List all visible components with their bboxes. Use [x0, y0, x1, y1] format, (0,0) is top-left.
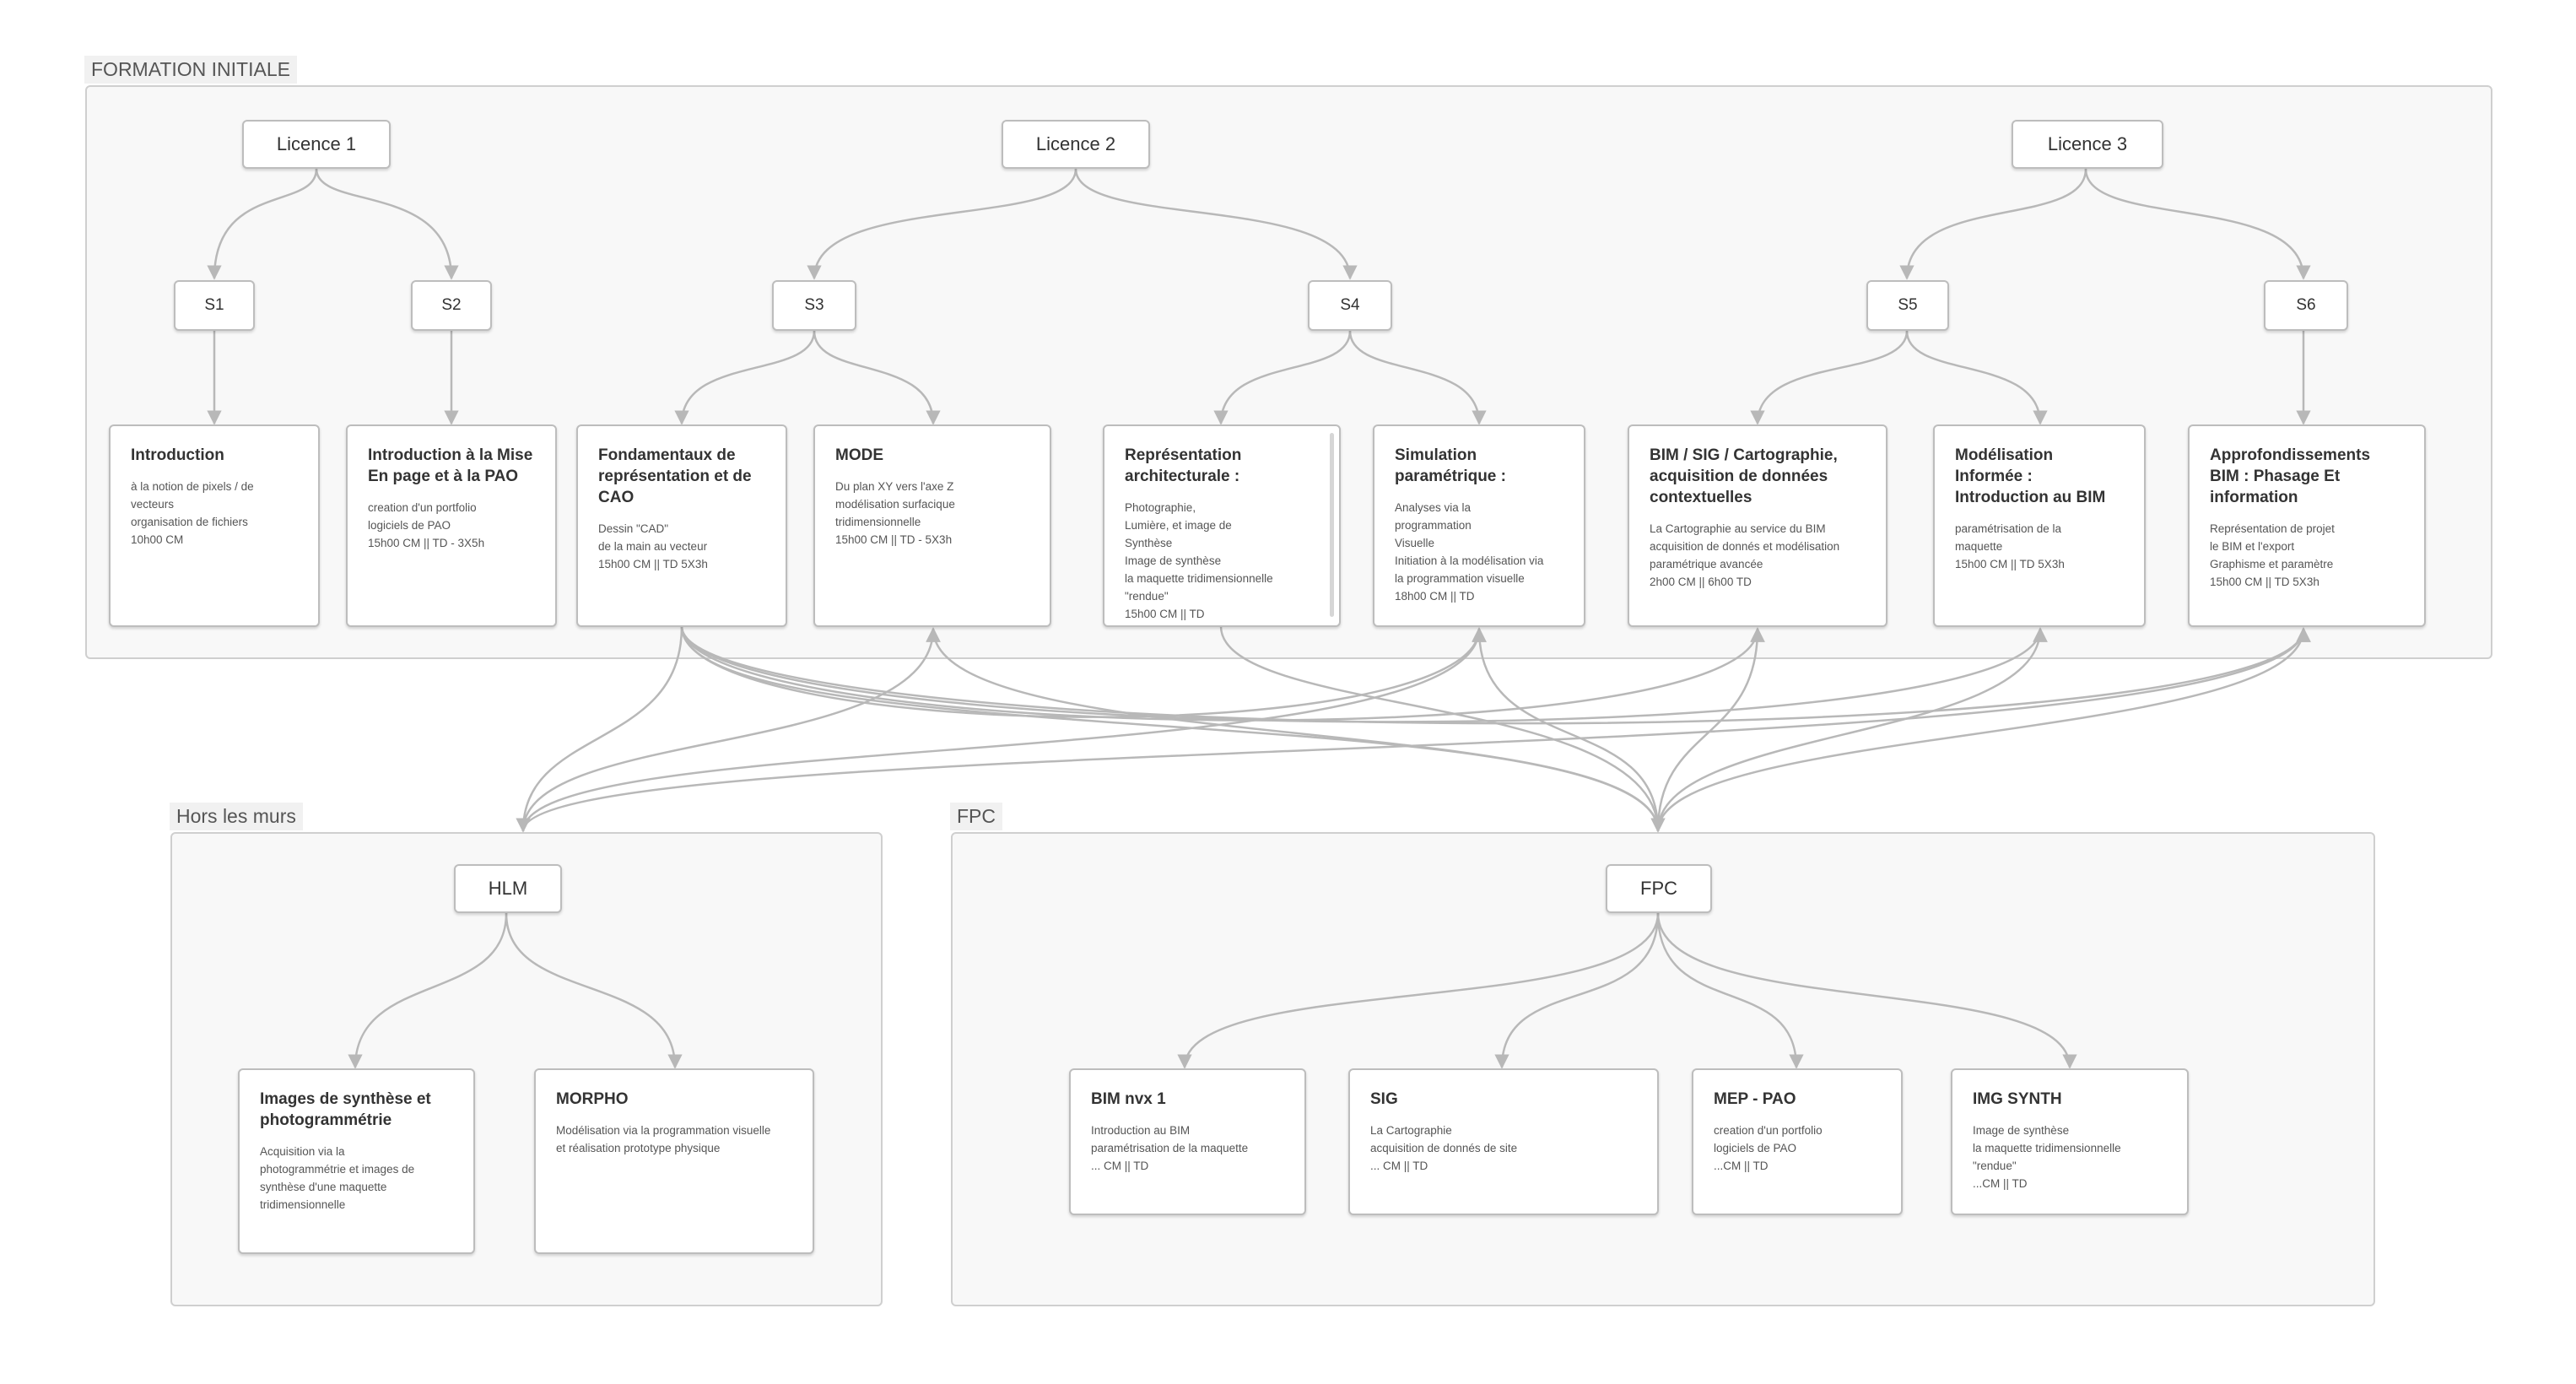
- card-body: Acquisition via la photogrammétrie et im…: [260, 1145, 415, 1211]
- card-mep-pao[interactable]: MEP - PAO creation d'un portfolio logici…: [1692, 1068, 1903, 1215]
- node-fpc[interactable]: FPC: [1606, 864, 1712, 913]
- node-s6[interactable]: S6: [2264, 280, 2348, 331]
- group-title-hors-les-murs: Hors les murs: [170, 803, 303, 830]
- card-title: Simulation paramétrique :: [1395, 446, 1506, 485]
- card-title: BIM nvx 1: [1091, 1090, 1166, 1108]
- card-title: IMG SYNTH: [1973, 1090, 2062, 1108]
- card-fondamentaux[interactable]: Fondamentaux de représentation et de CAO…: [576, 424, 787, 627]
- card-scrollbar[interactable]: [1330, 433, 1334, 617]
- card-title: BIM / SIG / Cartographie, acquisition de…: [1650, 446, 1838, 506]
- card-title: Fondamentaux de représentation et de CAO: [598, 446, 752, 506]
- card-title: Représentation architecturale :: [1125, 446, 1242, 485]
- card-body: La Cartographie acquisition de donnés de…: [1370, 1124, 1518, 1172]
- node-licence-1[interactable]: Licence 1: [242, 120, 391, 169]
- card-body: Du plan XY vers l'axe Z modélisation sur…: [835, 480, 955, 546]
- group-title-formation-initiale: FORMATION INITIALE: [84, 56, 297, 84]
- card-body: Image de synthèse la maquette tridimensi…: [1973, 1124, 2121, 1190]
- node-licence-2[interactable]: Licence 2: [1002, 120, 1150, 169]
- link-fpc-approfondissements: [1656, 627, 2311, 832]
- card-body: Modélisation via la programmation visuel…: [556, 1124, 771, 1154]
- node-s1[interactable]: S1: [174, 280, 255, 331]
- card-img-synth[interactable]: IMG SYNTH Image de synthèse la maquette …: [1951, 1068, 2189, 1215]
- card-body: Analyses via la programmation Visuelle I…: [1395, 501, 1544, 603]
- card-mode[interactable]: MODE Du plan XY vers l'axe Z modélisatio…: [813, 424, 1051, 627]
- card-title: MODE: [835, 446, 883, 464]
- card-images-synthese-photogrammetrie[interactable]: Images de synthèse et photogrammétrie Ac…: [238, 1068, 475, 1254]
- card-modelisation-informee[interactable]: Modélisation Informée : Introduction au …: [1933, 424, 2146, 627]
- card-title: Modélisation Informée : Introduction au …: [1955, 446, 2106, 506]
- card-body: à la notion de pixels / de vecteurs orga…: [131, 480, 254, 546]
- card-sig[interactable]: SIG La Cartographie acquisition de donné…: [1348, 1068, 1659, 1215]
- node-licence-3[interactable]: Licence 3: [2012, 120, 2163, 169]
- card-body: Introduction au BIM paramétrisation de l…: [1091, 1124, 1249, 1172]
- card-title: Approfondissements BIM : Phasage Et info…: [2210, 446, 2371, 506]
- card-representation-architecturale[interactable]: Représentation architecturale : Photogra…: [1103, 424, 1341, 627]
- card-morpho[interactable]: MORPHO Modélisation via la programmation…: [534, 1068, 814, 1254]
- card-approfondissements-bim[interactable]: Approfondissements BIM : Phasage Et info…: [2188, 424, 2426, 627]
- link-fpc-modelisation: [1656, 627, 2048, 832]
- card-bim-sig-cartographie[interactable]: BIM / SIG / Cartographie, acquisition de…: [1628, 424, 1887, 627]
- card-title: Introduction à la Mise En page et à la P…: [368, 446, 533, 485]
- card-title: MORPHO: [556, 1090, 629, 1108]
- node-s2[interactable]: S2: [411, 280, 492, 331]
- card-body: creation d'un portfolio logiciels de PAO…: [368, 501, 485, 549]
- card-title: Introduction: [131, 446, 224, 464]
- node-s4[interactable]: S4: [1308, 280, 1392, 331]
- link-hlm-mode: [521, 627, 941, 832]
- link-fpc-mode: [926, 627, 1660, 832]
- card-body: Représentation de projet le BIM et l'exp…: [2210, 522, 2335, 588]
- card-simulation-parametrique[interactable]: Simulation paramétrique : Analyses via l…: [1373, 424, 1585, 627]
- card-introduction[interactable]: Introduction à la notion de pixels / de …: [109, 424, 320, 627]
- node-s5[interactable]: S5: [1866, 280, 1949, 331]
- card-title: MEP - PAO: [1714, 1090, 1796, 1108]
- link-fpc-simulation: [1472, 627, 1660, 832]
- node-hlm[interactable]: HLM: [454, 864, 562, 913]
- card-intro-mise-en-page[interactable]: Introduction à la Mise En page et à la P…: [346, 424, 557, 627]
- link-fpc-bim-sig: [1656, 627, 1765, 832]
- card-bim-nvx-1[interactable]: BIM nvx 1 Introduction au BIM paramétris…: [1069, 1068, 1306, 1215]
- card-body: Dessin "CAD" de la main au vecteur 15h00…: [598, 522, 708, 570]
- card-body: Photographie, Lumière, et image de Synth…: [1125, 501, 1273, 620]
- card-body: La Cartographie au service du BIM acquis…: [1650, 522, 1840, 588]
- card-title: SIG: [1370, 1090, 1398, 1108]
- group-title-fpc: FPC: [950, 803, 1002, 830]
- card-body: creation d'un portfolio logiciels de PAO…: [1714, 1124, 1823, 1172]
- card-title: Images de synthèse et photogrammétrie: [260, 1090, 431, 1129]
- link-hlm-approfondissements: [521, 627, 2311, 832]
- node-s3[interactable]: S3: [772, 280, 856, 331]
- card-body: paramétrisation de la maquette 15h00 CM …: [1955, 522, 2065, 570]
- link-hlm-simulation: [521, 627, 1487, 832]
